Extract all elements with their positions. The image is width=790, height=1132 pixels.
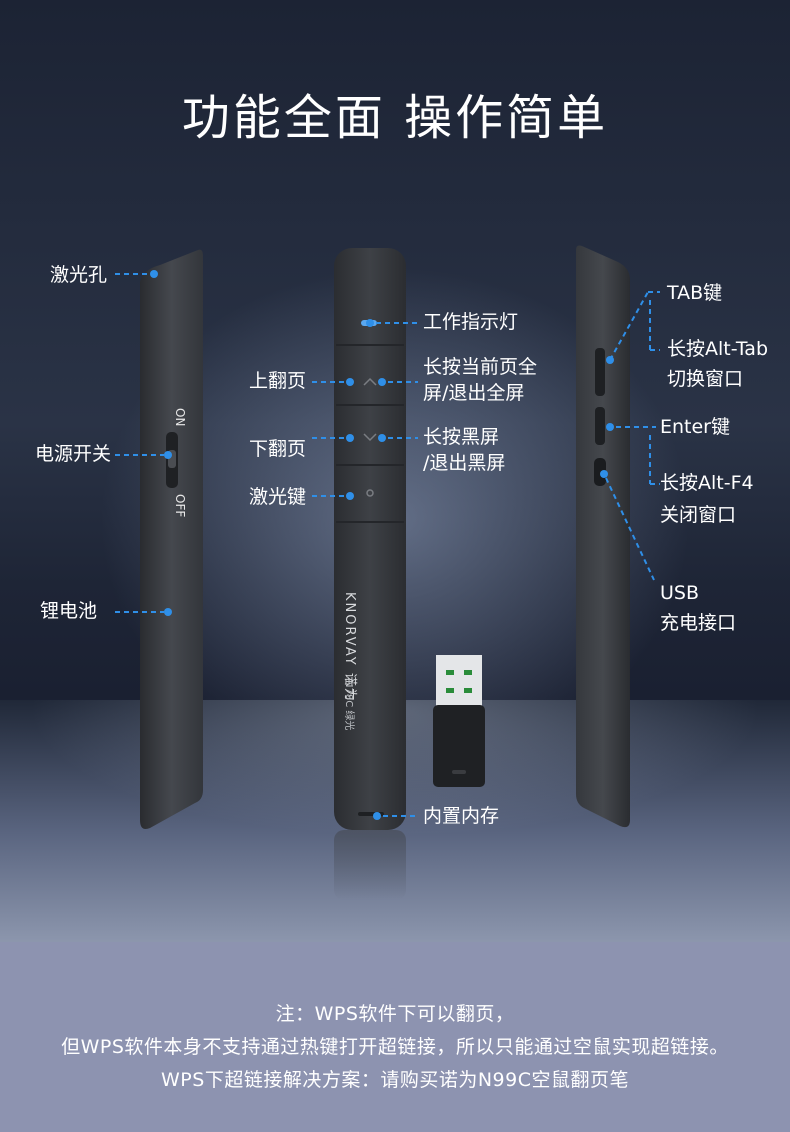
chevron-up-icon xyxy=(363,377,377,386)
front-device: KNORVAY 诺为 N78C 绿光 xyxy=(334,248,406,900)
page-up-long-label-2: 屏/退出全屏 xyxy=(423,382,525,404)
laser-key-label: 激光键 xyxy=(249,486,307,508)
page-up-label: 上翻页 xyxy=(249,370,307,392)
usb-label-1: USB xyxy=(660,582,700,604)
note-band: 注：WPS软件下可以翻页， 但WPS软件本身不支持通过热键打开超链接，所以只能通… xyxy=(0,942,790,1132)
page-down-long-label-1: 长按黑屏 xyxy=(423,426,500,448)
brand-text: KNORVAY 诺为 xyxy=(342,592,357,703)
usb-receiver xyxy=(433,655,485,787)
enter-key-label: Enter键 xyxy=(660,416,730,438)
chevron-down-icon xyxy=(363,433,377,442)
tab-button xyxy=(595,348,605,396)
switch-on-text: ON xyxy=(173,408,187,426)
usb-port xyxy=(594,458,606,486)
memory-label: 内置内存 xyxy=(423,805,500,827)
indicator-label: 工作指示灯 xyxy=(423,311,519,333)
switch-off-text: OFF xyxy=(173,494,187,517)
alt-tab-label-1: 长按Alt-Tab xyxy=(667,338,769,360)
note-line-2: 但WPS软件本身不支持通过热键打开超链接，所以只能通过空鼠实现超链接。 xyxy=(61,1036,729,1058)
page-down-label: 下翻页 xyxy=(249,438,307,460)
alt-f4-label-2: 关闭窗口 xyxy=(660,504,737,526)
note-line-1: 注：WPS软件下可以翻页， xyxy=(275,1003,515,1025)
model-text: N78C 绿光 xyxy=(343,680,356,730)
laser-hole-label: 激光孔 xyxy=(50,264,108,286)
product-illustration: ON OFF KNORVAY 诺为 N78C 绿光 xyxy=(115,245,660,900)
page-up-long-label-1: 长按当前页全 xyxy=(423,356,538,378)
power-switch-label: 电源开关 xyxy=(35,443,112,465)
right-side-device xyxy=(576,245,630,828)
alt-tab-label-2: 切换窗口 xyxy=(667,368,744,390)
usb-label-2: 充电接口 xyxy=(660,612,737,634)
alt-f4-label-1: 长按Alt-F4 xyxy=(660,472,754,494)
left-side-device: ON OFF xyxy=(140,249,203,830)
tab-key-label: TAB键 xyxy=(667,282,723,304)
lithium-battery-label: 锂电池 xyxy=(40,600,98,622)
page-down-long-label-2: /退出黑屏 xyxy=(423,452,506,474)
laser-icon xyxy=(366,489,374,497)
note-line-3: WPS下超链接解决方案：请购买诺为N99C空鼠翻页笔 xyxy=(161,1069,629,1091)
enter-button xyxy=(595,407,605,445)
page-title: 功能全面 操作简单 xyxy=(181,90,609,146)
